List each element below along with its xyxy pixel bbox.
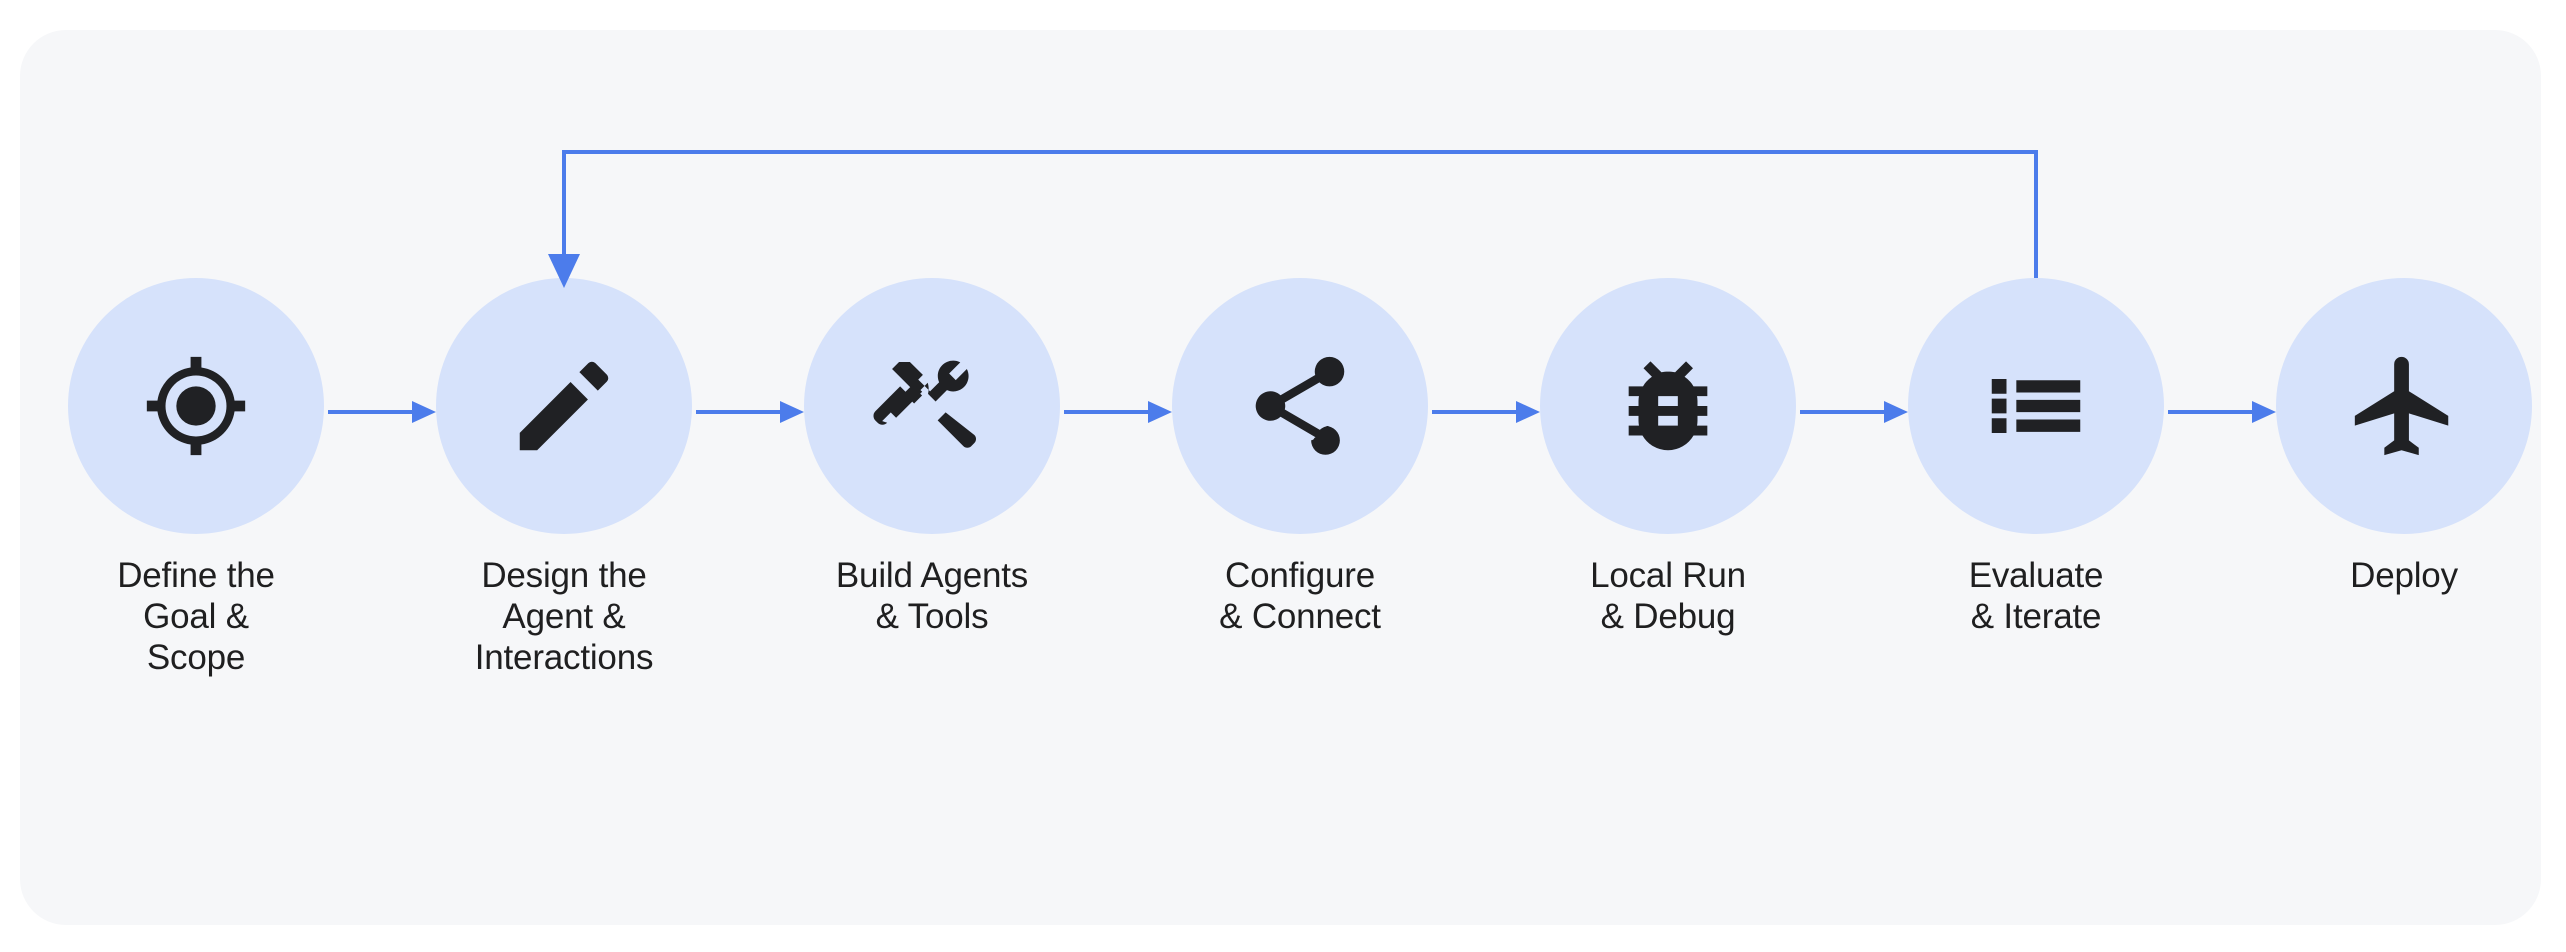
step-icon-circle	[1540, 278, 1796, 534]
flow-step-deploy[interactable]: Deploy	[2276, 278, 2532, 597]
step-label: Configure & Connect	[1219, 556, 1381, 636]
flow-step-local-run-debug[interactable]: Local Run & Debug	[1540, 278, 1796, 638]
connector-arrow-1	[328, 401, 436, 423]
flow-step-evaluate-iterate[interactable]: Evaluate & Iterate	[1908, 278, 2164, 638]
flow-step-build-agents-tools[interactable]: Build Agents & Tools	[804, 278, 1060, 638]
connector-arrow-4	[1432, 401, 1540, 423]
connector-arrow-2	[696, 401, 804, 423]
step-label: Build Agents & Tools	[835, 556, 1029, 636]
step-label: Local Run & Debug	[1590, 556, 1746, 636]
flow-step-design-agent-interactions[interactable]: Design the Agent & Interactions	[436, 278, 692, 679]
hammer-wrench-icon	[873, 360, 977, 448]
crosshair-target-icon	[146, 356, 246, 456]
pencil-edit-icon	[519, 361, 609, 451]
step-icon-circle	[804, 278, 1060, 534]
bug-report-icon	[1628, 361, 1708, 451]
step-label: Design the Agent & Interactions	[474, 556, 654, 677]
step-label: Evaluate & Iterate	[1968, 556, 2104, 636]
connector-arrow-3	[1064, 401, 1172, 423]
step-icon-circle	[436, 278, 692, 534]
share-nodes-icon	[1255, 356, 1345, 455]
step-icon-circle	[68, 278, 324, 534]
step-icon-circle	[2276, 278, 2532, 534]
flow-step-define-goal-scope[interactable]: Define the Goal & Scope	[68, 278, 324, 679]
step-label: Define the Goal & Scope	[117, 556, 275, 677]
connector-arrow-5	[1800, 401, 1908, 423]
airplane-deploy-icon	[2354, 356, 2449, 456]
connector-arrow-6	[2168, 401, 2276, 423]
step-icon-circle	[1908, 278, 2164, 534]
step-icon-circle	[1172, 278, 1428, 534]
step-label: Deploy	[2350, 556, 2458, 595]
flow-step-configure-connect[interactable]: Configure & Connect	[1172, 278, 1428, 638]
list-checklist-icon	[1991, 378, 2081, 434]
